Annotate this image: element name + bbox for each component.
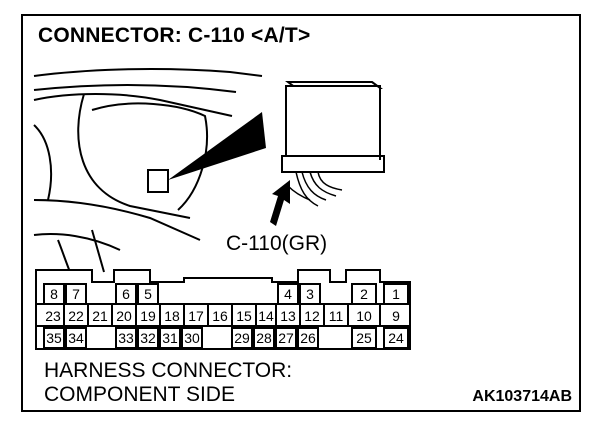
pin-label: 17 xyxy=(188,308,204,324)
figure-frame xyxy=(21,14,581,412)
pin-label: 19 xyxy=(140,308,156,324)
pin-label: 10 xyxy=(356,308,372,324)
pin-label: 4 xyxy=(284,286,292,302)
pin-label: 23 xyxy=(45,308,61,324)
pin-label: 28 xyxy=(256,330,272,346)
pin-label: 21 xyxy=(92,308,108,324)
pin-label: 33 xyxy=(118,330,134,346)
figure-code: AK103714AB xyxy=(472,388,572,405)
pin-label: 2 xyxy=(360,286,368,302)
pin-label: 14 xyxy=(258,308,274,324)
pin-label: 26 xyxy=(300,330,316,346)
pin-label: 12 xyxy=(304,308,320,324)
pin-label: 6 xyxy=(122,286,130,302)
pin-label: 24 xyxy=(388,330,404,346)
pin-label: 35 xyxy=(46,330,62,346)
pin-label: 18 xyxy=(164,308,180,324)
pin-label: 34 xyxy=(68,330,84,346)
pin-label: 13 xyxy=(280,308,296,324)
pin-label: 30 xyxy=(184,330,200,346)
pin-label: 22 xyxy=(68,308,84,324)
pin-label: 5 xyxy=(144,286,152,302)
caption-line-1: HARNESS CONNECTOR: xyxy=(44,359,293,382)
pin-label: 20 xyxy=(116,308,132,324)
pin-label: 1 xyxy=(392,286,400,302)
pin-label: 8 xyxy=(50,286,58,302)
pin-label: 32 xyxy=(140,330,156,346)
view-caption: HARNESS CONNECTOR: COMPONENT SIDE xyxy=(44,359,292,407)
pin-label: 16 xyxy=(212,308,228,324)
caption-line-2: COMPONENT SIDE xyxy=(44,383,235,406)
pin-label: 9 xyxy=(392,308,400,324)
pin-label: 31 xyxy=(162,330,178,346)
pin-label: 3 xyxy=(306,286,314,302)
pin-label: 29 xyxy=(234,330,250,346)
pin-label: 15 xyxy=(236,308,252,324)
connector-callout-label: C-110(GR) xyxy=(226,232,328,255)
pin-label: 11 xyxy=(329,308,344,324)
pin-label: 27 xyxy=(278,330,294,346)
pin-label: 25 xyxy=(356,330,372,346)
pin-label: 7 xyxy=(72,286,80,302)
diagram-title: CONNECTOR: C-110 <A/T> xyxy=(38,24,311,47)
